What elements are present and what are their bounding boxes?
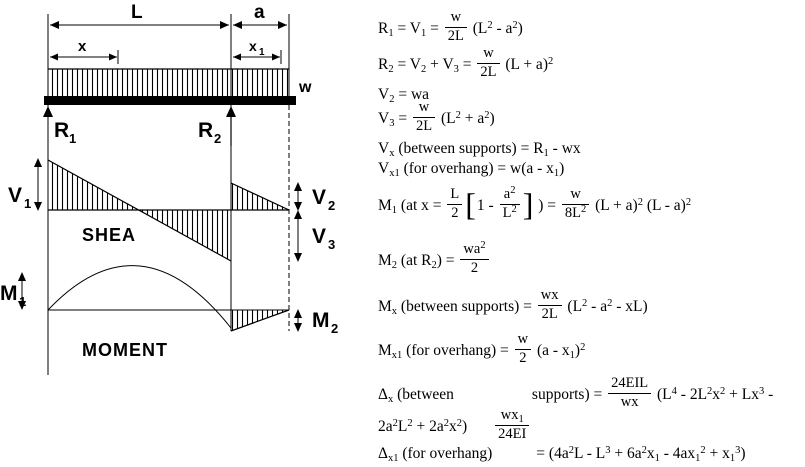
arrowhead-icon [34,158,42,167]
arrowhead-icon [233,21,242,29]
dim-x1-label: x [249,38,257,54]
m1-sub: 1 [19,294,26,309]
arrowhead-icon [294,253,302,262]
formula-v2: V2 = wa [378,86,430,105]
up-arrow-icon [43,106,53,117]
arrowhead-icon [220,21,229,29]
moment-title: MOMENT [82,340,168,360]
m2-sub: 2 [331,321,338,336]
formula-dx1: Δx1 (for overhang)= (4a2L - L3 + 6a2x1 -… [378,445,746,464]
shear-title: SHEA [82,225,136,245]
dim-L-label: L [131,2,143,23]
load-w-label: w [298,79,312,96]
v3-dimension: V 3 [294,210,335,262]
shear-diagram: V 1 V 2 V 3 SHEA [8,158,335,262]
arrowhead-icon [294,202,302,211]
arrowhead-icon [294,210,302,219]
arrowhead-icon [278,21,287,29]
arrowhead-icon [109,53,117,61]
v1-dimension: V 1 [8,158,42,211]
v3-sub: 3 [328,237,335,252]
dimension-x: x [50,38,119,64]
beam-diagram: L a x x 1 w R 1 R 2 [0,2,338,375]
m2-dimension: M 2 [294,309,338,336]
r2-sub: 2 [214,131,221,146]
formula-vx: Vx (between supports) = R1 - wx [378,140,581,159]
r1-label: R [54,119,69,142]
dim-x1-sub: 1 [259,47,265,58]
moment-parabola [47,265,232,329]
arrowhead-icon [34,202,42,211]
m1-dimension: M 1 [0,272,26,310]
arrowhead-icon [18,301,26,310]
dimension-a: a [233,2,287,29]
m1-label: M [0,282,18,305]
moment-diagram: M 1 M 2 MOMENT [0,265,338,360]
arrowhead-icon [50,21,59,29]
m2-label: M [312,309,330,332]
reaction-r2: R 2 [198,106,236,146]
up-arrow-icon [226,106,236,117]
dimension-L: L [50,2,229,29]
arrowhead-icon [294,309,302,318]
arrowhead-icon [50,53,58,61]
arrowhead-icon [294,323,302,332]
v2-dimension: V 2 [294,182,335,213]
arrowhead-icon [272,53,280,61]
v2-sub: 2 [328,198,335,213]
distributed-load [48,68,289,96]
r2-label: R [198,119,213,142]
v1-sub: 1 [24,196,31,211]
reaction-r1: R 1 [43,106,76,146]
dim-a-label: a [254,2,265,23]
arrowhead-icon [18,272,26,281]
beam-bar [44,96,296,105]
arrowhead-icon [294,182,302,191]
v1-label: V [8,184,22,207]
r1-sub: 1 [69,131,76,146]
arrowhead-icon [233,53,241,61]
dim-x-label: x [78,38,87,55]
v3-label: V [312,225,326,248]
v2-label: V [312,186,326,209]
dimension-x1: x 1 [233,38,282,64]
formula-vx1: Vx1 (for overhang) = w(a - x1) [378,160,565,179]
